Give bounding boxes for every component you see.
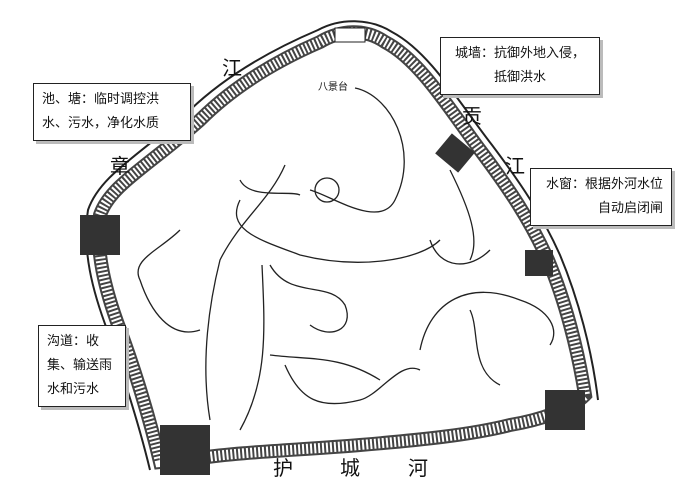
- east-gate-tower: [525, 250, 553, 276]
- river-label-zhang-jiang-2: 江: [222, 56, 242, 80]
- river-label-moat-2: 城: [340, 456, 360, 480]
- callout-ponds: 池、塘：临时调控洪 水、污水，净化水质: [33, 83, 191, 141]
- callout-ditch-line1: 沟道：收: [47, 334, 100, 349]
- callout-ditch-line3: 水和污水: [47, 382, 100, 397]
- callout-ditch-line2: 集、输送雨: [47, 358, 113, 373]
- north-east-gate-tower: [435, 133, 475, 173]
- river-label-gong-jiang-1: 贡: [462, 104, 482, 128]
- river-label-moat-3: 河: [408, 456, 428, 480]
- river-label-gong-jiang-2: 江: [505, 154, 525, 178]
- callout-ponds-line1: 池、塘：临时调控洪: [42, 92, 160, 107]
- callout-water-window-line1: 水窗：根据外河水位: [545, 177, 663, 192]
- callout-water-window: 水窗：根据外河水位 自动启闭闸: [530, 168, 672, 226]
- callout-ponds-line2: 水、污水，净化水质: [42, 116, 160, 131]
- north-bastion: [334, 27, 366, 43]
- south-west-gate-tower: [160, 425, 210, 475]
- callout-city-wall-line1: 城墙：抗御外地入侵，: [454, 46, 585, 61]
- place-label-bajingtai: 八景台: [318, 82, 348, 93]
- callout-water-window-line2: 自动启闭闸: [597, 201, 663, 216]
- river-label-zhang-jiang-1: 章: [110, 154, 130, 178]
- west-gate-tower: [80, 215, 120, 255]
- river-label-moat-1: 护: [273, 456, 293, 480]
- callout-city-wall: 城墙：抗御外地入侵， 抵御洪水: [440, 37, 600, 95]
- south-east-gate-tower: [545, 390, 585, 430]
- gate-towers: [80, 27, 585, 475]
- callout-ditch: 沟道：收 集、输送雨 水和污水: [38, 325, 126, 407]
- callout-city-wall-line2: 抵御洪水: [493, 70, 546, 85]
- drainage-channels: [137, 87, 555, 431]
